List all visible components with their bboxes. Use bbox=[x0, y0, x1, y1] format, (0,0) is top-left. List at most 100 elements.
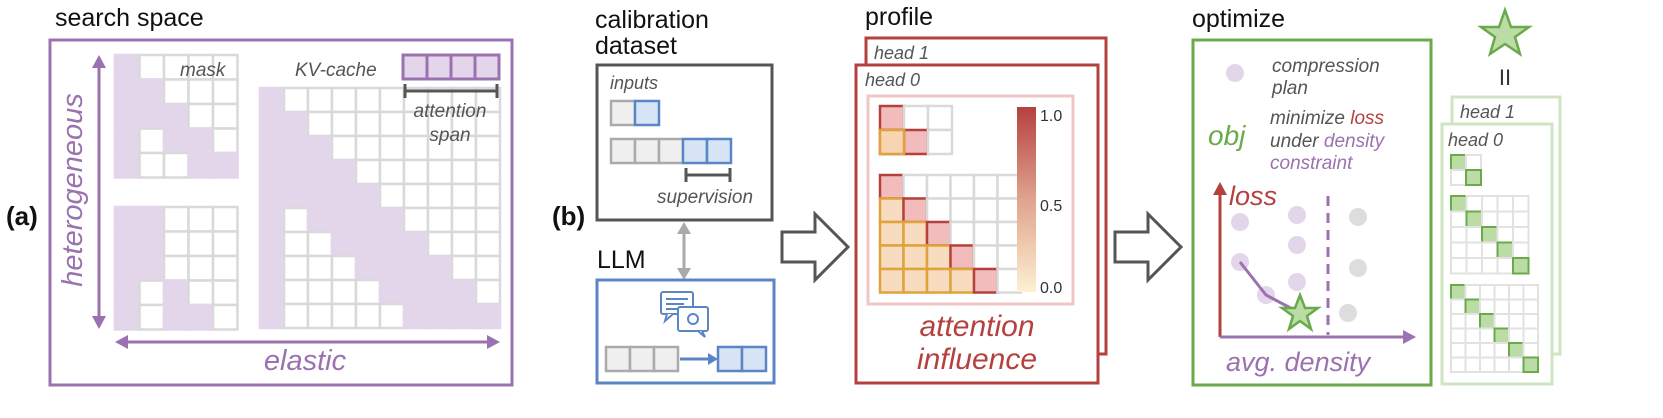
result-cell bbox=[1512, 210, 1530, 228]
result-cell bbox=[1464, 313, 1481, 330]
result-cell bbox=[1450, 154, 1467, 171]
mask-cell bbox=[378, 110, 406, 138]
result-grid-medium bbox=[1450, 195, 1530, 275]
mask-cell bbox=[450, 278, 478, 306]
mask-cell bbox=[306, 110, 334, 138]
result-cell bbox=[1512, 257, 1530, 275]
mask-cell bbox=[258, 158, 286, 186]
mask-cell bbox=[474, 278, 502, 306]
density-axis-label: avg. density bbox=[1226, 347, 1372, 377]
mask-cell bbox=[162, 279, 190, 307]
result-cell bbox=[1493, 342, 1510, 359]
result-star-icon bbox=[1477, 6, 1533, 57]
mask-cell bbox=[450, 182, 478, 210]
mask-cell bbox=[258, 230, 286, 258]
mask-cell bbox=[113, 303, 141, 331]
mask-cell bbox=[282, 302, 310, 330]
mask-cell bbox=[113, 151, 141, 179]
mask-cell bbox=[187, 230, 215, 258]
result-grid-large bbox=[1450, 284, 1539, 373]
result-cell bbox=[1512, 241, 1530, 259]
mask-cell bbox=[138, 254, 166, 282]
result-cell bbox=[1450, 298, 1467, 315]
mask-cell bbox=[138, 102, 166, 130]
influence-cell bbox=[972, 220, 999, 247]
mask-cell bbox=[187, 279, 215, 307]
result-cell bbox=[1493, 284, 1510, 301]
result-cell bbox=[1512, 226, 1530, 244]
obj-label: obj bbox=[1208, 120, 1246, 151]
result-cell bbox=[1496, 241, 1514, 259]
mask-cell bbox=[306, 254, 334, 282]
result-cell bbox=[1508, 313, 1525, 330]
search-space-frame bbox=[48, 38, 514, 387]
profile-head0-label: head 0 bbox=[865, 70, 920, 90]
result-cell bbox=[1450, 210, 1468, 228]
mask-cell bbox=[282, 230, 310, 258]
plan-point bbox=[1288, 206, 1306, 224]
mask-grid-top bbox=[113, 53, 239, 179]
mask-cell bbox=[162, 127, 190, 155]
mask-cell bbox=[306, 182, 334, 210]
heterogeneous-label: heterogeneous bbox=[57, 93, 89, 287]
mask-cell bbox=[211, 151, 239, 179]
mask-cell bbox=[138, 53, 166, 81]
result-cell bbox=[1450, 226, 1468, 244]
compression-plan-points bbox=[1231, 206, 1367, 322]
mask-cell bbox=[113, 78, 141, 106]
influence-cell bbox=[878, 220, 905, 247]
mask-cell bbox=[402, 182, 430, 210]
result-cell bbox=[1450, 284, 1467, 301]
mask-cell bbox=[354, 134, 382, 162]
influence-cell bbox=[902, 267, 929, 294]
inputs-label: inputs bbox=[610, 73, 658, 93]
mask-cell bbox=[450, 302, 478, 330]
mask-cell bbox=[402, 206, 430, 234]
mask-cell bbox=[187, 127, 215, 155]
mask-cell bbox=[378, 302, 406, 330]
plan-point bbox=[1288, 273, 1306, 291]
result-cell bbox=[1493, 356, 1510, 373]
mask-cell bbox=[282, 182, 310, 210]
mask-cell bbox=[211, 127, 239, 155]
llm-frame bbox=[595, 278, 776, 385]
colorbar-tick-min: 0.0 bbox=[1040, 280, 1062, 297]
result-cell bbox=[1496, 257, 1514, 275]
optimize-title: optimize bbox=[1192, 5, 1285, 33]
mask-cell bbox=[211, 230, 239, 258]
mask-cell bbox=[378, 134, 406, 162]
mask-cell bbox=[187, 78, 215, 106]
mask-cell bbox=[354, 206, 382, 234]
mask-cell bbox=[258, 206, 286, 234]
mask-cell bbox=[450, 158, 478, 186]
influence-cell bbox=[972, 197, 999, 224]
influence-cell bbox=[902, 197, 929, 224]
result-cell bbox=[1465, 154, 1482, 171]
mask-cell bbox=[474, 302, 502, 330]
attention-influence-line1: attention bbox=[919, 310, 1034, 343]
result-cell bbox=[1496, 210, 1514, 228]
optimize-frame bbox=[1191, 38, 1433, 387]
mask-cell bbox=[211, 205, 239, 233]
mask-cell bbox=[426, 182, 454, 210]
influence-cell bbox=[972, 244, 999, 271]
mask-cell bbox=[211, 254, 239, 282]
mask-cell bbox=[211, 279, 239, 307]
mask-cell bbox=[258, 278, 286, 306]
influence-cell bbox=[878, 128, 906, 156]
mask-cell bbox=[402, 134, 430, 162]
result-cell bbox=[1508, 284, 1525, 301]
result-cell bbox=[1522, 327, 1539, 344]
influence-cell bbox=[949, 220, 976, 247]
result-cell bbox=[1496, 195, 1514, 213]
mask-cell bbox=[330, 86, 358, 114]
result-cell bbox=[1512, 195, 1530, 213]
search-space-title: search space bbox=[55, 4, 204, 32]
mask-cell bbox=[378, 254, 406, 282]
profile-head1-label: head 1 bbox=[874, 43, 929, 63]
mask-cell bbox=[306, 134, 334, 162]
mask-cell bbox=[258, 86, 286, 114]
mask-cell bbox=[426, 302, 454, 330]
mask-cell bbox=[306, 158, 334, 186]
